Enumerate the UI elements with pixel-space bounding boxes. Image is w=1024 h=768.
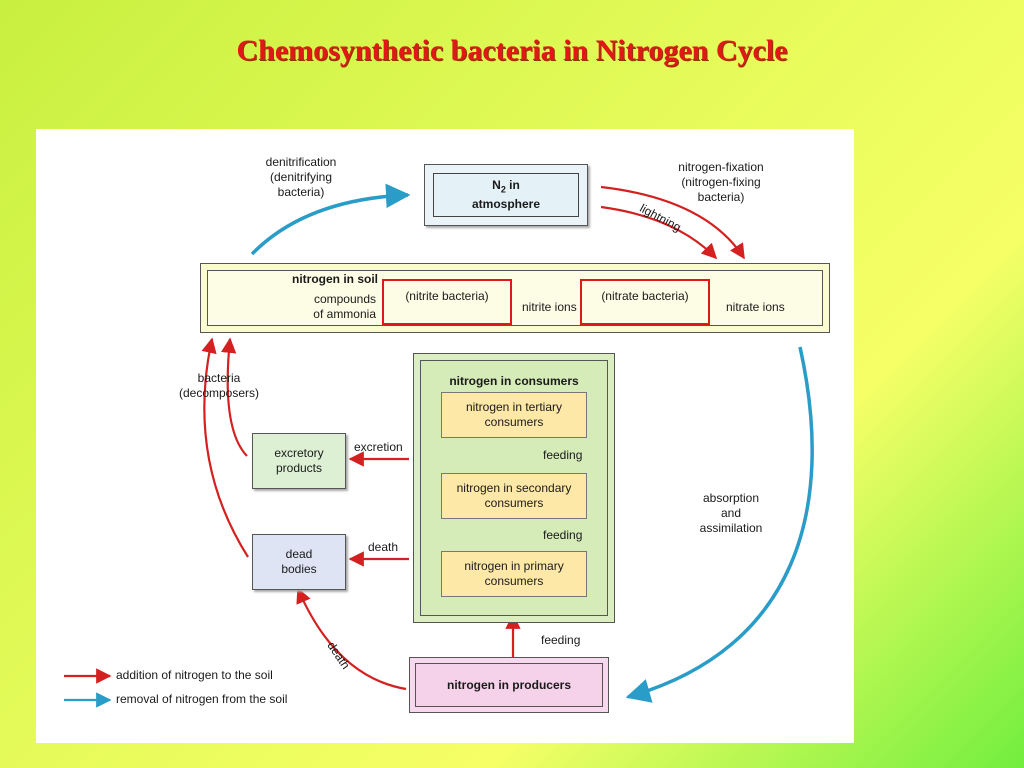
n-subscript: 2	[500, 184, 506, 195]
nitrite-bacteria-label: (nitrite bacteria)	[405, 289, 489, 303]
legend-addition-label: addition of nitrogen to the soil	[116, 668, 273, 682]
denitrification-label: denitrification (denitrifying bacteria)	[265, 155, 337, 199]
diagram-panel: N2 in atmosphere nitrogen in soil compou…	[36, 129, 854, 743]
absorption-label: absorption and assimilation	[699, 491, 763, 535]
nitrate-bacteria-label: (nitrate bacteria)	[601, 289, 689, 303]
dead-bodies-box: dead bodies	[252, 534, 346, 590]
death-upper-label: death	[368, 540, 399, 554]
n-symbol: N	[492, 177, 501, 192]
producers-box: nitrogen in producers	[409, 657, 609, 713]
primary-consumers-box: nitrogen in primary consumers	[441, 551, 587, 597]
fixation-arrow	[600, 185, 745, 260]
secondary-consumers-box: nitrogen in secondary consumers	[441, 473, 587, 519]
soil-title: nitrogen in soil	[292, 272, 378, 286]
nitrate-ions-label: nitrate ions	[726, 300, 785, 314]
decomposer-arrow-right	[220, 337, 248, 457]
excretion-label: excretion	[354, 440, 403, 454]
atmosphere-line2: atmosphere	[471, 197, 541, 212]
feeding-label-1: feeding	[543, 448, 583, 462]
consumers-title: nitrogen in consumers	[449, 374, 579, 388]
denitrification-arrow	[250, 183, 411, 256]
excretory-products-box: excretory products	[252, 433, 346, 489]
lightning-arrow	[600, 205, 718, 260]
slide-title: Chemosynthetic bacteria in Nitrogen Cycl…	[236, 34, 788, 67]
legend-removal-label: removal of nitrogen from the soil	[116, 692, 288, 706]
atmosphere-box: N2 in atmosphere	[424, 164, 588, 226]
decomposer-arrow-left	[201, 337, 249, 558]
feeding-label-3: feeding	[541, 633, 581, 647]
ammonia-label: compounds of ammonia	[313, 292, 376, 321]
soil-band	[200, 263, 830, 333]
death-lower-arrow	[296, 587, 407, 691]
tertiary-consumers-box: nitrogen in tertiary consumers	[441, 392, 587, 438]
nitrite-bacteria-box: (nitrite bacteria)	[382, 279, 512, 325]
fixation-label: nitrogen-fixation (nitrogen-fixing bacte…	[678, 160, 764, 204]
producers-label: nitrogen in producers	[446, 677, 571, 692]
absorption-arrow	[625, 346, 814, 703]
nitrate-bacteria-box: (nitrate bacteria)	[580, 279, 710, 325]
decomposers-label: bacteria (decomposers)	[178, 371, 260, 400]
feeding-label-2: feeding	[543, 528, 583, 542]
atmosphere-line1: in	[505, 177, 520, 192]
nitrite-ions-label: nitrite ions	[522, 300, 577, 314]
